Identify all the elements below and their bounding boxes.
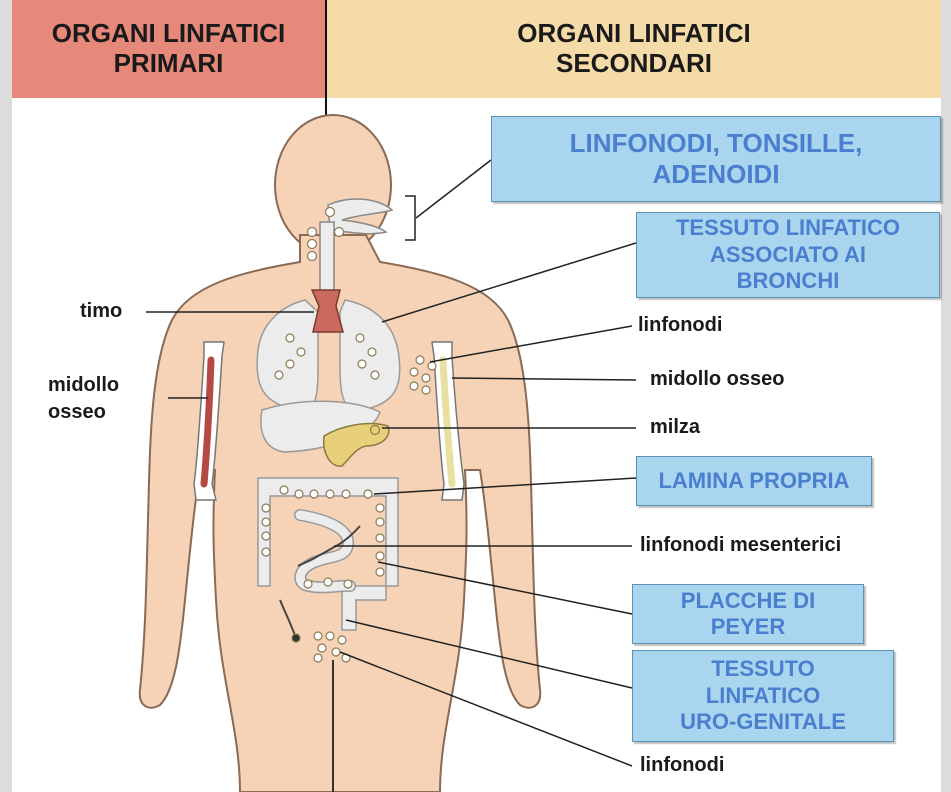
label-linfonodi-mesenterici: linfonodi mesenterici xyxy=(640,532,841,559)
box-lamina-propria: LAMINA PROPRIA xyxy=(636,456,872,506)
label-midollo-osseo-right: midollo osseo xyxy=(650,366,784,393)
box-placche-di-peyer: PLACCHE DI PEYER xyxy=(632,584,864,644)
label-midollo-osseo-left: midollo osseo xyxy=(48,372,119,426)
box-tessuto-linfatico-uro-genitale: TESSUTO LINFATICO URO-GENITALE xyxy=(632,650,894,742)
box-linfonodi-tonsille-adenoidi: LINFONODI, TONSILLE, ADENOIDI xyxy=(491,116,941,202)
label-timo: timo xyxy=(80,298,122,325)
label-linfonodi-arm: linfonodi xyxy=(638,312,722,339)
head-bracket xyxy=(405,196,415,240)
label-linfonodi-groin: linfonodi xyxy=(640,752,724,779)
box-tessuto-linfatico-bronchi: TESSUTO LINFATICO ASSOCIATO AI BRONCHI xyxy=(636,212,940,298)
label-milza: milza xyxy=(650,414,700,441)
spleen-node xyxy=(371,426,380,435)
